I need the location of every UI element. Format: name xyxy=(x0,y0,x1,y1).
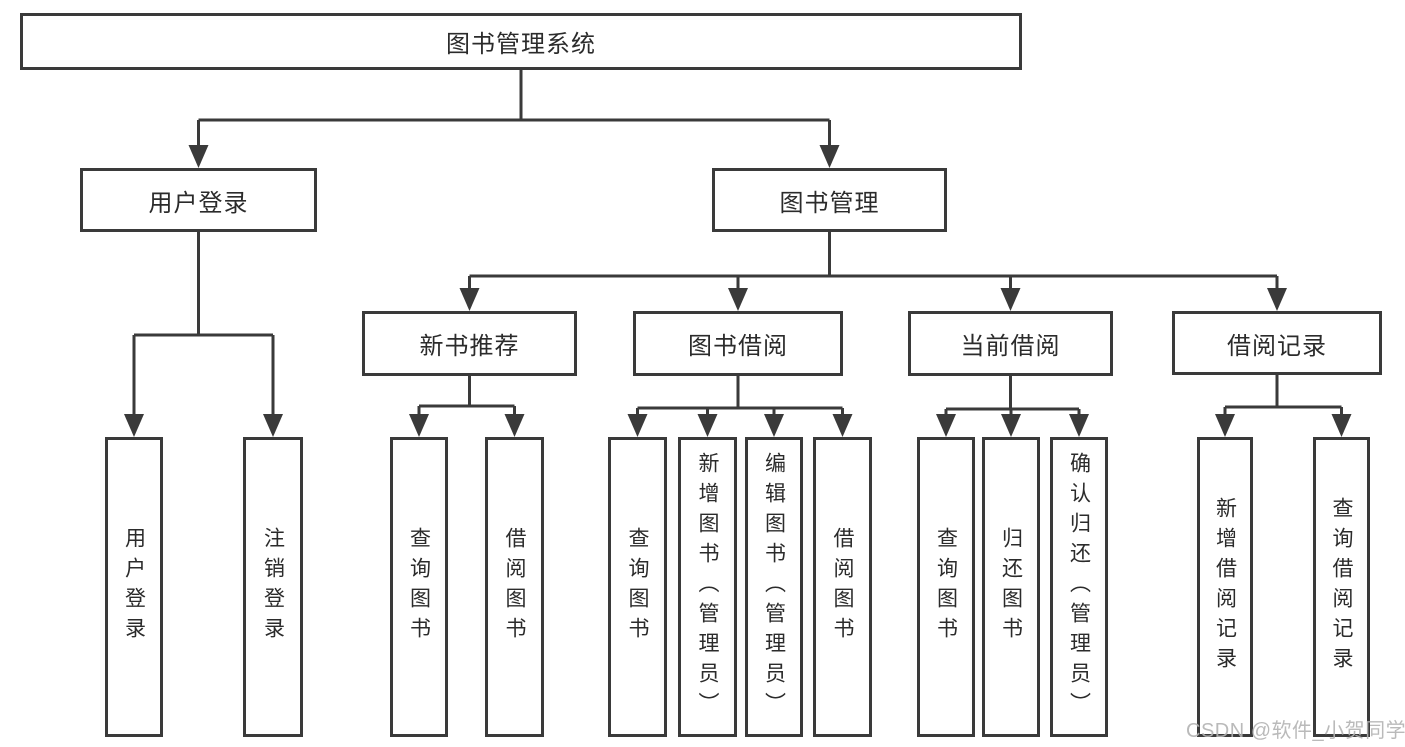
arrowhead-icon xyxy=(697,414,718,437)
node-bb-add-books-label: 新增图书（管理员） xyxy=(696,452,719,722)
connector-lines xyxy=(1223,375,1343,420)
connector-root-to-level2 xyxy=(188,70,840,168)
arrowhead-icon xyxy=(1069,414,1089,437)
arrowhead-icon xyxy=(124,414,144,437)
arrowhead-icon xyxy=(728,288,748,311)
node-br-query-record-label: 查询借阅记录 xyxy=(1330,497,1353,677)
arrowhead-icon xyxy=(188,145,209,168)
node-book-management: 图书管理 xyxy=(712,168,947,232)
arrowhead-icon xyxy=(832,414,853,437)
node-book-management-label: 图书管理 xyxy=(779,189,880,217)
node-leaf-user-login-label: 用户登录 xyxy=(122,527,146,647)
connector-lines xyxy=(944,376,1081,420)
connector-borrow-records-to-leaves xyxy=(1215,375,1352,437)
node-leaf-user-login: 用户登录 xyxy=(105,437,163,737)
node-nb-borrow-books-label: 借阅图书 xyxy=(503,527,526,647)
node-root: 图书管理系统 xyxy=(20,13,1022,70)
node-bb-query-books-label: 查询图书 xyxy=(626,527,649,647)
arrowhead-icon xyxy=(504,414,525,437)
node-cb-query-books-label: 查询图书 xyxy=(934,527,958,647)
node-br-add-record: 新增借阅记录 xyxy=(1197,437,1253,737)
arrowhead-icon xyxy=(1331,414,1352,437)
node-cb-query-books: 查询图书 xyxy=(917,437,975,737)
arrowhead-icon xyxy=(627,414,648,437)
arrowhead-icon xyxy=(1000,288,1021,311)
node-nb-query-books: 查询图书 xyxy=(390,437,448,737)
node-leaf-logout: 注销登录 xyxy=(243,437,303,737)
node-cb-return-books-label: 归还图书 xyxy=(999,527,1023,647)
arrowhead-icon xyxy=(1001,414,1021,437)
node-new-book-recommend-label: 新书推荐 xyxy=(419,333,520,360)
node-br-add-record-label: 新增借阅记录 xyxy=(1213,497,1237,677)
node-bb-add-books: 新增图书（管理员） xyxy=(678,437,737,737)
connector-user-login-to-leaves xyxy=(124,232,283,437)
node-book-borrow-label: 图书借阅 xyxy=(688,333,788,360)
connector-new-book-recommend-to-leaves xyxy=(409,376,525,437)
node-user-login: 用户登录 xyxy=(80,168,317,232)
node-nb-query-books-label: 查询图书 xyxy=(407,527,431,647)
arrowhead-icon xyxy=(936,414,956,437)
node-borrow-records: 借阅记录 xyxy=(1172,311,1382,375)
arrowhead-icon xyxy=(1215,414,1235,437)
arrowhead-icon xyxy=(459,288,480,311)
node-br-query-record: 查询借阅记录 xyxy=(1313,437,1370,737)
arrowhead-icon xyxy=(409,414,429,437)
arrowhead-icon xyxy=(764,414,784,437)
node-bb-edit-books-label: 编辑图书（管理员） xyxy=(762,452,786,722)
node-leaf-logout-label: 注销登录 xyxy=(261,527,285,647)
node-nb-borrow-books: 借阅图书 xyxy=(485,437,544,737)
node-bb-query-books: 查询图书 xyxy=(608,437,667,737)
node-current-borrow-label: 当前借阅 xyxy=(960,333,1061,360)
node-new-book-recommend: 新书推荐 xyxy=(362,311,577,376)
node-user-login-label: 用户登录 xyxy=(148,189,249,217)
connector-book-borrow-to-leaves xyxy=(627,376,853,437)
node-bb-borrow-books: 借阅图书 xyxy=(813,437,872,737)
node-book-borrow: 图书借阅 xyxy=(633,311,843,376)
node-current-borrow: 当前借阅 xyxy=(908,311,1113,376)
node-cb-confirm-return: 确认归还（管理员） xyxy=(1050,437,1108,737)
node-bb-edit-books: 编辑图书（管理员） xyxy=(745,437,803,737)
node-cb-return-books: 归还图书 xyxy=(982,437,1040,737)
node-root-label: 图书管理系统 xyxy=(446,31,596,58)
arrowhead-icon xyxy=(263,414,283,437)
connector-lines xyxy=(197,70,831,150)
connector-lines xyxy=(417,376,516,420)
connector-lines xyxy=(132,232,275,420)
node-borrow-records-label: 借阅记录 xyxy=(1227,332,1327,360)
node-cb-confirm-return-label: 确认归还（管理员） xyxy=(1067,452,1091,722)
arrowhead-icon xyxy=(1267,288,1287,311)
watermark: CSDN @软件_小贺同学 xyxy=(1186,720,1405,742)
connector-book-management-to-level3 xyxy=(459,232,1287,311)
node-bb-borrow-books-label: 借阅图书 xyxy=(831,527,854,647)
connector-lines xyxy=(636,376,844,420)
connector-lines xyxy=(468,232,1279,292)
arrowhead-icon xyxy=(819,145,840,168)
connector-current-borrow-to-leaves xyxy=(936,376,1089,437)
